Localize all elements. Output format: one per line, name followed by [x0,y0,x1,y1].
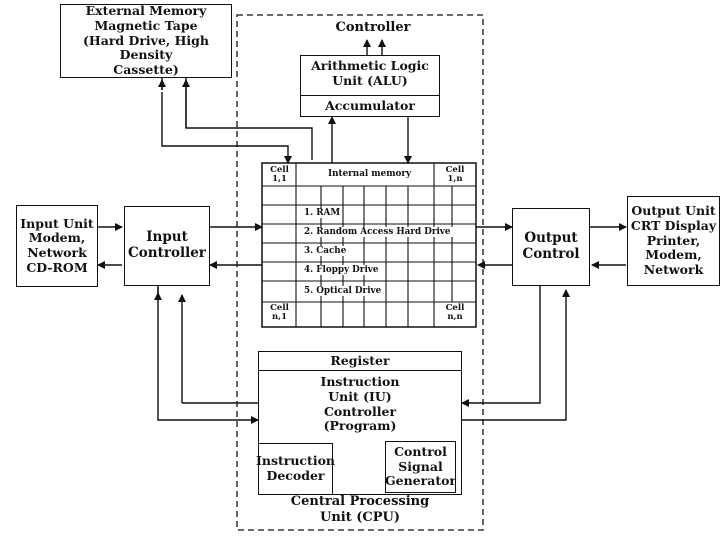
output-unit-line: Printer, [646,232,701,248]
output-unit-line: Network [643,262,704,278]
cell-text: Cell [270,165,289,175]
control-signal-generator-box: Control Signal Generator [385,441,456,493]
output-control-line: Control [522,246,580,262]
external-memory-line: Cassette) [113,62,179,78]
accumulator-label: Accumulator [325,97,415,113]
output-control-line: Output [524,230,578,247]
cpu-boundary [236,14,484,531]
cell-text: 1,1 [272,174,287,185]
iu-line: Unit (IU) [328,388,392,404]
output-unit-line: CRT Display [630,217,717,233]
instruction-unit-label: Instruction Unit (IU) Controller (Progra… [320,374,400,434]
external-memory-line: (Hard Drive, High Density [83,32,209,63]
external-memory-box: External Memory Magnetic Tape (Hard Driv… [60,3,232,78]
memory-grid [261,162,477,328]
cell-text: n,1 [271,312,288,323]
memory-item: 1. RAM [302,208,343,219]
memory-cell-br: Cell n,n [435,303,475,323]
csg-line: Signal [398,458,443,474]
output-unit-line: Output Unit [631,203,716,219]
register-header: Register [259,352,461,371]
cell-text: 1,n [447,174,463,185]
memory-cell-tr: Cell 1,n [435,165,475,185]
accumulator-box: Accumulator [301,95,439,116]
cpu-label-line: Unit (CPU) [319,509,401,525]
csg-line: Generator [384,473,457,489]
decoder-line: Decoder [266,468,325,483]
decoder-line: Instruction [256,453,335,469]
alu-line: Unit (ALU) [332,72,408,88]
input-unit-line: Modem, [28,230,86,246]
input-unit-line: CD-ROM [26,259,88,275]
output-control-box: Output Control [512,208,590,286]
input-unit-line: Network [27,245,87,260]
memory-cell-tl: Cell 1,1 [263,165,296,185]
cell-text: Cell [445,165,465,175]
memory-item: 4. Floppy Drive [302,265,381,276]
cpu-label-line: Central Processing [290,494,430,509]
memory-cell-bl: Cell n,1 [263,303,296,323]
alu-title: Arithmetic Logic Unit (ALU) [311,56,429,89]
instruction-decoder-box: Instruction Decoder [256,443,335,494]
controller-label: Controller [335,20,411,35]
cell-text: Cell [270,303,289,313]
cpu-label: Central Processing Unit (CPU) [280,494,440,525]
output-unit-line: Modem, [645,247,702,263]
iu-line: Instruction [320,374,400,389]
input-unit-box: Input Unit Modem, Network CD-ROM [16,205,98,287]
external-memory-line: Magnetic Tape [94,17,198,33]
internal-memory-header: Internal memory [326,169,414,180]
iu-line: Controller [323,403,397,419]
alu-box: Arithmetic Logic Unit (ALU) Accumulator [300,55,440,117]
input-unit-line: Input Unit [20,215,94,231]
iu-line: (Program) [323,418,397,434]
input-controller-line: Input [146,229,188,246]
input-controller-line: Controller [128,245,206,261]
cell-text: Cell [445,303,465,313]
input-controller-box: Input Controller [124,206,210,286]
register-label: Register [330,352,390,368]
memory-item: 5. Optical Drive [302,286,384,297]
output-unit-box: Output Unit CRT Display Printer, Modem, … [627,196,720,286]
memory-item: 3. Cache [302,246,349,257]
external-memory-line: External Memory [85,3,207,19]
memory-item: 2. Random Access Hard Drive [302,227,453,238]
csg-line: Control [394,443,447,459]
alu-line: Arithmetic Logic [311,58,429,73]
cell-text: n,n [447,312,463,323]
